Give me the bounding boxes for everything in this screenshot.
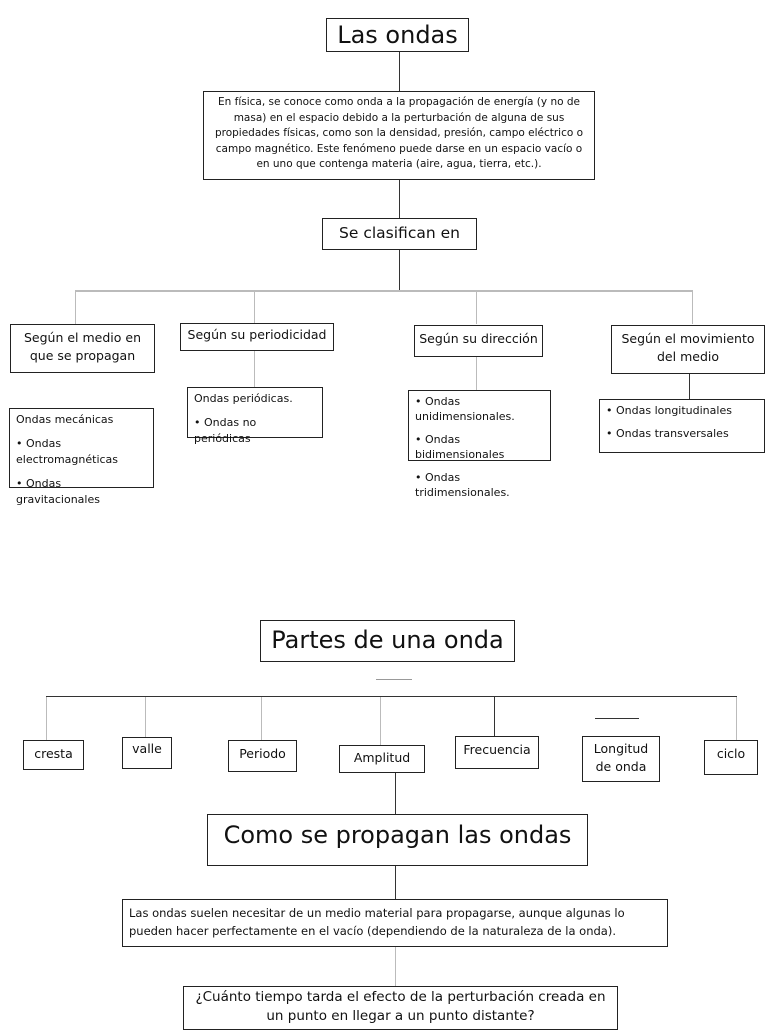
connector bbox=[380, 697, 381, 745]
connector bbox=[75, 291, 76, 324]
connector bbox=[399, 52, 400, 92]
connector bbox=[395, 866, 396, 899]
list-periodicidad: Ondas periódicas. • Ondas no periódicas bbox=[187, 387, 323, 445]
connector bbox=[494, 697, 495, 736]
connector bbox=[692, 291, 693, 324]
connector bbox=[476, 357, 477, 390]
connector bbox=[395, 773, 396, 815]
part-amplitud: Amplitud bbox=[339, 745, 425, 773]
part-frecuencia: Frecuencia bbox=[455, 736, 539, 769]
connector bbox=[736, 697, 737, 741]
title-las-ondas: Las ondas bbox=[326, 18, 469, 52]
classify-box: Se clasifican en bbox=[322, 218, 477, 250]
connector bbox=[689, 374, 690, 400]
connector bbox=[145, 697, 146, 737]
part-cresta: cresta bbox=[23, 740, 84, 770]
part-valle: valle bbox=[122, 737, 172, 769]
list-medio: Ondas mecánicas • Ondas electromagnética… bbox=[9, 408, 154, 506]
title-partes-onda: Partes de una onda bbox=[260, 620, 515, 662]
connector bbox=[254, 291, 255, 324]
part-periodo: Periodo bbox=[228, 740, 297, 772]
list-direccion: • Ondas unidimensionales. • Ondas bidime… bbox=[408, 390, 551, 499]
list-item: Ondas mecánicas bbox=[16, 413, 114, 426]
connector bbox=[399, 180, 400, 219]
list-item: • Ondas no periódicas bbox=[194, 416, 257, 445]
propagation-text-box: Las ondas suelen necesitar de un medio m… bbox=[122, 899, 668, 947]
list-item: • Ondas electromagnéticas bbox=[16, 437, 119, 466]
list-item: Ondas periódicas. bbox=[194, 392, 293, 405]
decorative-dash bbox=[376, 679, 412, 680]
list-item: • Ondas longitudinales bbox=[606, 404, 732, 417]
category-medio: Según el medio en que se propagan bbox=[10, 324, 155, 373]
propagation-title-box: Como se propagan las ondas bbox=[207, 814, 588, 866]
part-longitud-onda: Longitud de onda bbox=[582, 736, 660, 782]
definition-box: En física, se conoce como onda a la prop… bbox=[203, 91, 595, 180]
connector bbox=[399, 250, 400, 290]
list-movimiento: • Ondas longitudinales • Ondas transvers… bbox=[599, 399, 765, 453]
list-item: • Ondas tridimensionales. bbox=[415, 471, 510, 499]
connector bbox=[254, 351, 255, 387]
list-item: • Ondas transversales bbox=[606, 427, 729, 440]
list-item: • Ondas gravitacionales bbox=[16, 477, 100, 506]
category-movimiento: Según el movimiento del medio bbox=[611, 325, 765, 374]
decorative-dash bbox=[595, 718, 639, 719]
connector bbox=[395, 947, 396, 986]
parts-branch-line bbox=[46, 696, 737, 697]
connector bbox=[46, 697, 47, 740]
connector bbox=[476, 291, 477, 324]
part-ciclo: ciclo bbox=[704, 740, 758, 775]
category-periodicidad: Según su periodicidad bbox=[180, 323, 334, 351]
branch-line bbox=[75, 290, 693, 292]
category-direccion: Según su dirección bbox=[414, 325, 543, 357]
list-item: • Ondas unidimensionales. bbox=[415, 395, 515, 423]
question-box: ¿Cuánto tiempo tarda el efecto de la per… bbox=[183, 986, 618, 1030]
connector bbox=[261, 697, 262, 740]
list-item: • Ondas bidimensionales bbox=[415, 433, 505, 461]
